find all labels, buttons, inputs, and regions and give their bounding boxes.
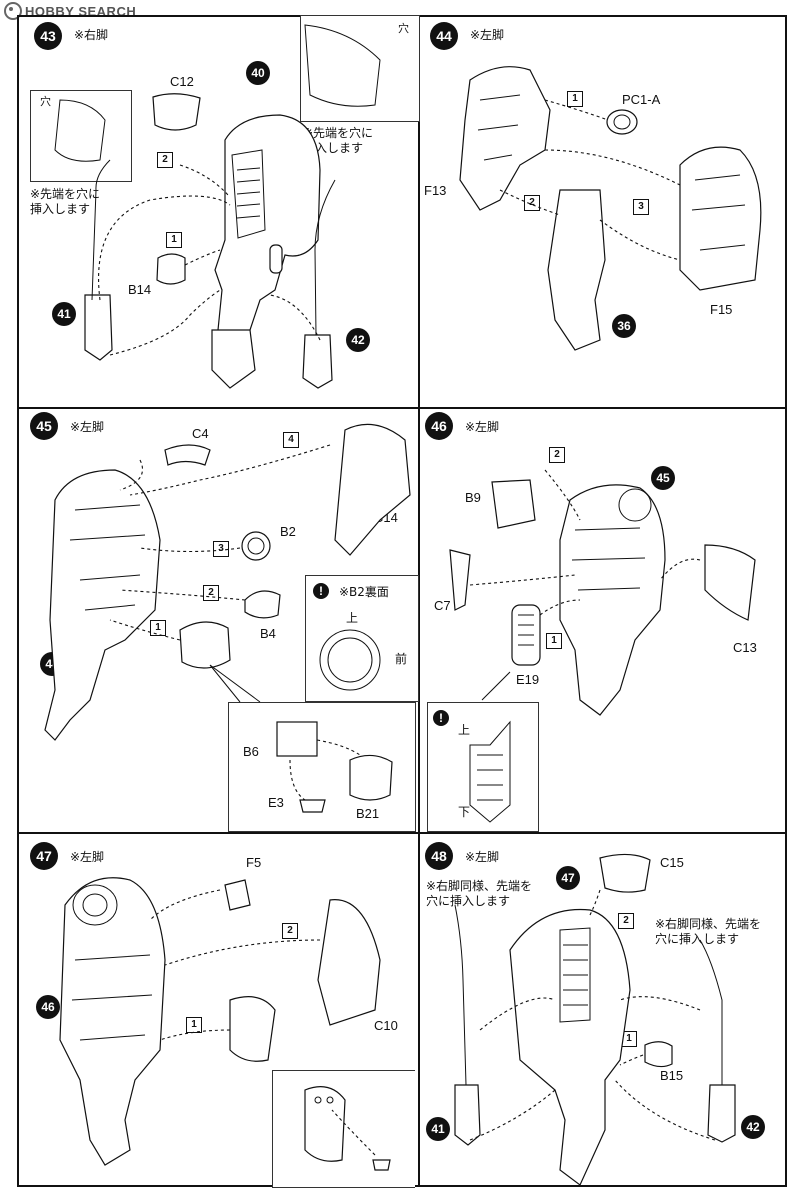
instruction-sheet-frame: [17, 15, 787, 1187]
hobbysearch-logo: HOBBY SEARCH: [4, 2, 136, 20]
logo-mark-icon: [4, 2, 22, 20]
column-divider: [418, 15, 420, 1187]
row-divider-1: [17, 407, 787, 409]
logo-text: HOBBY SEARCH: [25, 3, 137, 19]
row-divider-2: [17, 832, 787, 834]
